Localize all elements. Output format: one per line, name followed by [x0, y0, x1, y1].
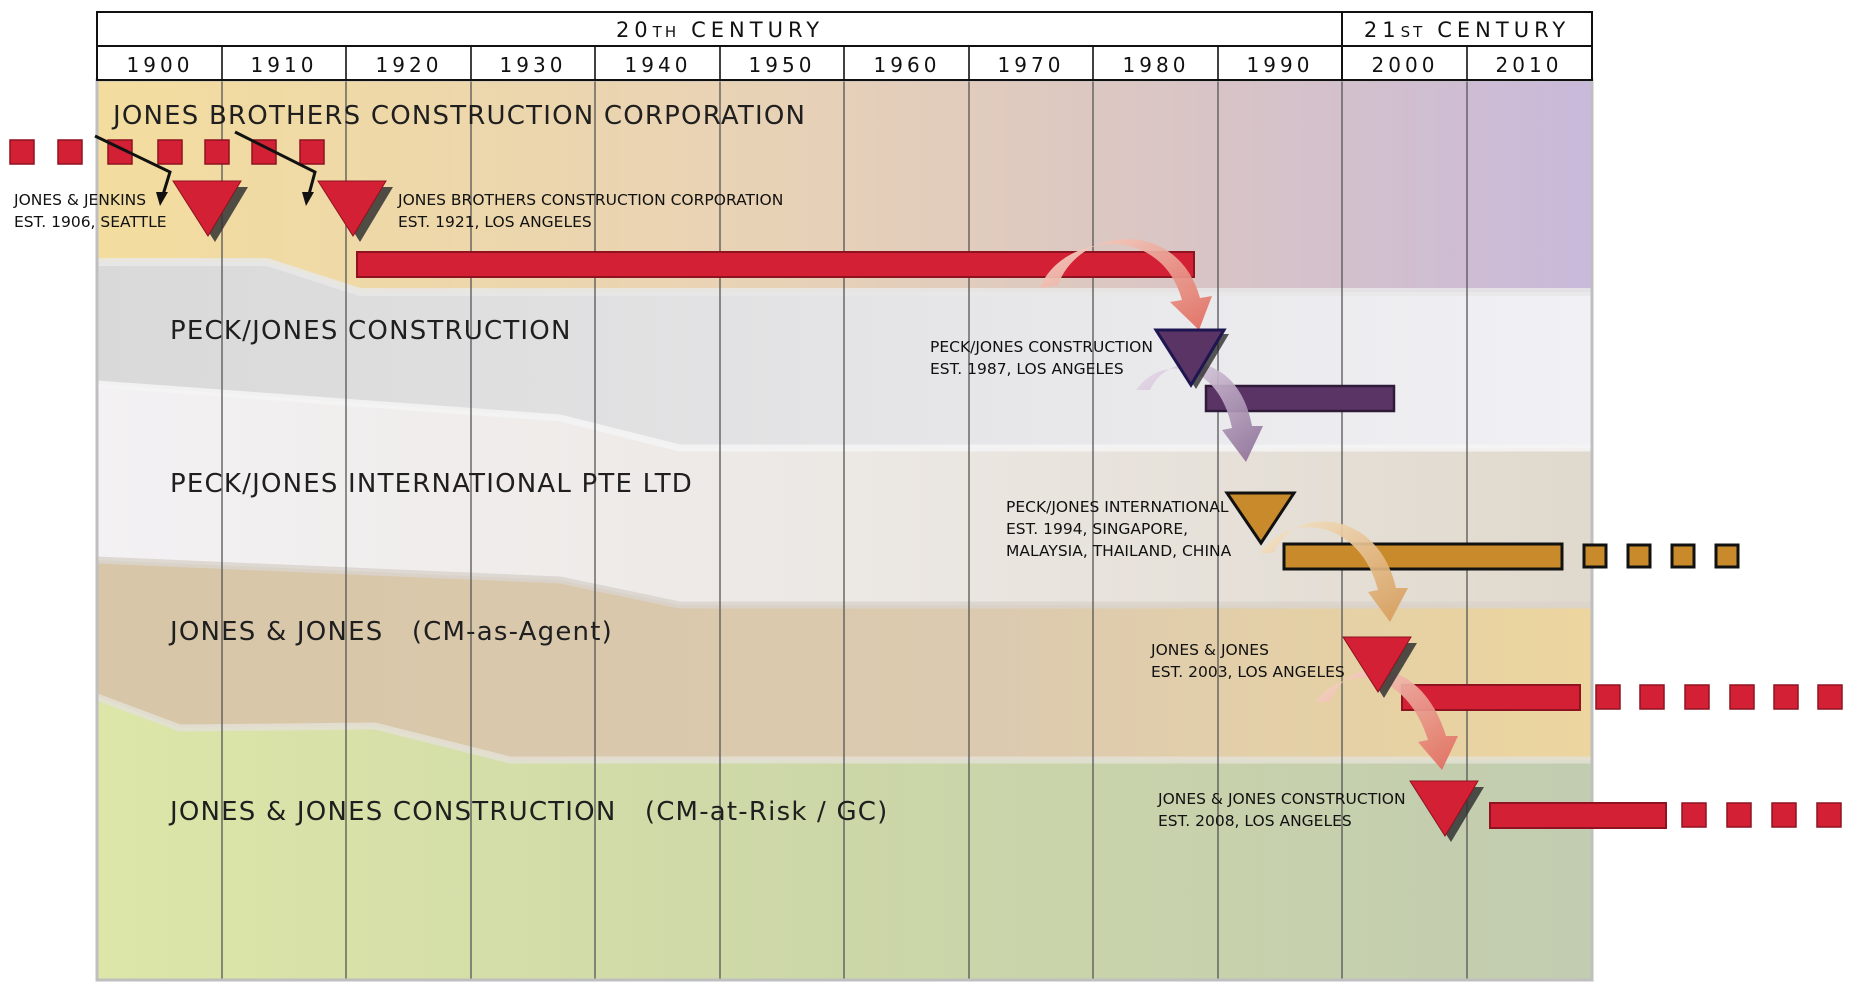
- event-1906-label: JONES & JENKINS EST. 1906, SEATTLE: [13, 191, 167, 231]
- decade-label: 1940: [625, 53, 692, 77]
- decade-label: 2010: [1496, 53, 1563, 77]
- decade-label: 1970: [998, 53, 1065, 77]
- early-lineage: [9, 130, 325, 206]
- bar-jones-and-jones-construction-continuation: [1681, 802, 1842, 828]
- decade-label: 1930: [500, 53, 567, 77]
- event-1987-label: PECK/JONES CONSTRUCTION EST. 1987, LOS A…: [930, 338, 1158, 378]
- decade-labels: 1900 1910 1920 1930 1940 1950 1960 1970 …: [127, 53, 1563, 77]
- event-annotations: JONES & JENKINS EST. 1906, SEATTLE JONES…: [13, 191, 1411, 830]
- event-2008-label: JONES & JONES CONSTRUCTION EST. 2008, LO…: [1157, 790, 1411, 830]
- decade-label: 1900: [127, 53, 194, 77]
- marker-1906: [172, 180, 242, 237]
- decade-gridlines: [221, 80, 1468, 980]
- band-label-peck-jones-construction: PECK/JONES CONSTRUCTION: [170, 316, 572, 346]
- marker-2008: [1409, 780, 1479, 837]
- decade-label: 1990: [1247, 53, 1314, 77]
- pointer-line-1906: [94, 134, 172, 199]
- bar-peck-jones-international: [1282, 542, 1564, 571]
- marker-1994: [1224, 491, 1297, 546]
- bar-jones-and-jones-continuation: [1595, 684, 1843, 710]
- decade-label: 1980: [1123, 53, 1190, 77]
- transition-arrow-1994: [1136, 363, 1263, 462]
- event-1994-label: PECK/JONES INTERNATIONAL EST. 1994, SING…: [1006, 498, 1233, 560]
- transition-arrow-2003: [1260, 521, 1408, 622]
- decade-label: 2000: [1372, 53, 1439, 77]
- marker-1921: [317, 180, 387, 237]
- decade-label: 1960: [874, 53, 941, 77]
- transition-arrow-1987: [1040, 238, 1212, 330]
- event-1921-label: JONES BROTHERS CONSTRUCTION CORPORATION …: [397, 191, 788, 231]
- pointer-line-1921: [234, 130, 317, 199]
- decade-label: 1910: [251, 53, 318, 77]
- decade-label: 1950: [749, 53, 816, 77]
- band-label-jones-and-jones-construction: JONES & JONES CONSTRUCTION (CM-at-Risk /…: [168, 797, 889, 827]
- bar-peck-jones-international-continuation: [1582, 543, 1740, 569]
- band-label-jones-and-jones-agent: JONES & JONES (CM-as-Agent): [168, 617, 613, 647]
- bar-jones-and-jones-construction: [1489, 802, 1667, 829]
- transition-arrows: [1040, 238, 1458, 770]
- band-labels: JONES BROTHERS CONSTRUCTION CORPORATION …: [111, 101, 889, 827]
- band-label-peck-jones-international: PECK/JONES INTERNATIONAL PTE LTD: [170, 469, 693, 499]
- founding-markers: [172, 180, 1484, 842]
- decade-label: 1920: [376, 53, 443, 77]
- marker-2003: [1342, 636, 1412, 693]
- marker-1987: [1153, 328, 1227, 388]
- transition-arrow-2008: [1316, 669, 1458, 770]
- band-label-jones-brothers: JONES BROTHERS CONSTRUCTION CORPORATION: [111, 101, 806, 131]
- event-2003-label: JONES & JONES EST. 2003, LOS ANGELES: [1150, 641, 1345, 681]
